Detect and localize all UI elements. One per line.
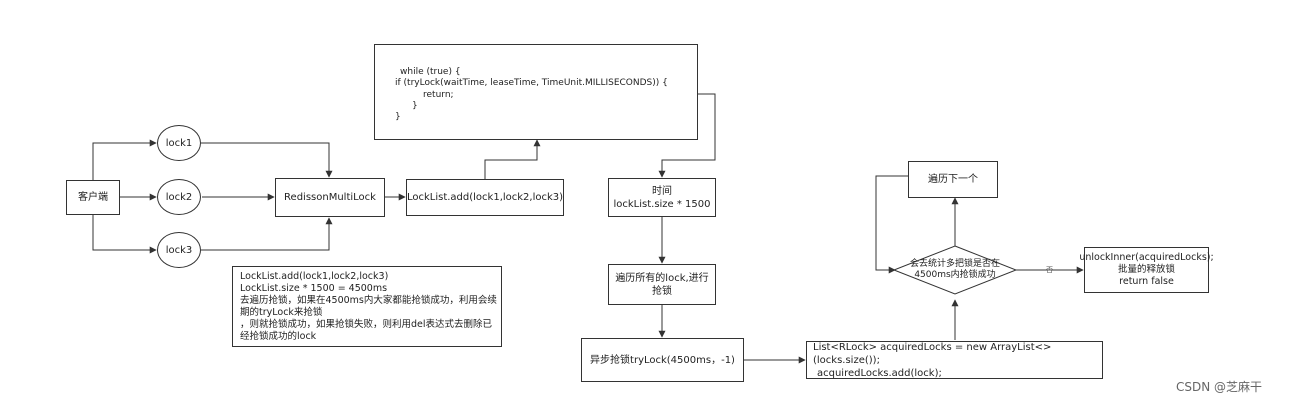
lock1-label: lock1	[165, 137, 193, 149]
code-box: while (true) { if (tryLock(waitTime, lea…	[374, 44, 698, 140]
acquired-locks-box: List<RLock> acquiredLocks = new ArrayLis…	[806, 341, 1103, 379]
note-line-5: ，则就抢锁成功，如果抢锁失败，则利用del表达式去删除已	[240, 319, 493, 330]
note-line-3: 去遍历抢锁，如果在4500ms内大家都能抢锁成功，利用会续	[240, 295, 497, 306]
locklist-add-label: LockList.add(lock1,lock2,lock3)	[406, 192, 564, 203]
unlock-line-2: 批量的释放锁	[1117, 264, 1175, 275]
code-line-5: }	[395, 112, 401, 122]
traverse-all-box: 遍历所有的lock,进行 抢锁	[608, 264, 716, 305]
locklist-add-box: LockList.add(lock1,lock2,lock3)	[406, 179, 564, 216]
time-line-2: lockList.size * 1500	[613, 198, 711, 210]
edge-next-decision-loop	[875, 175, 908, 274]
decision-line-1: 会去统计多把锁是否在	[909, 259, 1000, 269]
unlock-box: unlockInner(acquiredLocks); 批量的释放锁 retur…	[1079, 247, 1214, 293]
multilock-box: RedissonMultiLock	[275, 178, 385, 217]
traverse-line-2: 抢锁	[652, 285, 672, 297]
decision-text: 会去统计多把锁是否在 4500ms内抢锁成功	[894, 257, 1016, 283]
next-label: 遍历下一个	[928, 174, 978, 185]
lock3-label: lock3	[165, 244, 193, 256]
acquired-line-2: acquiredLocks.add(lock);	[817, 367, 942, 379]
multilock-label: RedissonMultiLock	[284, 192, 376, 203]
async-trylock-label: 异步抢锁tryLock(4500ms，-1)	[590, 354, 735, 366]
edge-client-lock1	[92, 139, 157, 181]
acquired-line-1: List<RLock> acquiredLocks = new ArrayLis…	[813, 341, 1052, 366]
unlock-line-3: return false	[1119, 276, 1174, 287]
note-line-6: 经抢锁成功的lock	[240, 331, 317, 342]
client-box: 客户端	[66, 180, 120, 215]
code-line-3: return;	[423, 90, 454, 100]
decision-line-2: 4500ms内抢锁成功	[914, 270, 996, 280]
edge-codebox-time	[658, 93, 716, 178]
code-line-1: while (true) {	[400, 67, 461, 77]
watermark: CSDN @芝麻干	[1176, 380, 1263, 394]
time-box: 时间 lockList.size * 1500	[608, 178, 716, 217]
unlock-line-1: unlockInner(acquiredLocks);	[1079, 252, 1214, 263]
lock3-circle: lock3	[157, 232, 201, 268]
lock2-label: lock2	[165, 191, 193, 203]
note-line-1: LockList.add(lock1,lock2,lock3)	[240, 271, 389, 282]
client-label: 客户端	[78, 192, 108, 203]
edge-lock1-multilock	[201, 142, 333, 178]
lock2-circle: lock2	[157, 179, 201, 215]
next-box: 遍历下一个	[908, 161, 998, 198]
note-line-2: LockList.size * 1500 = 4500ms	[240, 283, 388, 294]
lock1-circle: lock1	[157, 125, 201, 161]
edge-locklist-codebox	[484, 139, 541, 179]
edge-label-no: 否	[1046, 266, 1053, 274]
edge-client-lock3	[92, 215, 157, 254]
async-trylock-box: 异步抢锁tryLock(4500ms，-1)	[581, 338, 744, 382]
time-line-1: 时间	[652, 185, 672, 197]
note-line-4: 期的tryLock来抢锁	[240, 307, 323, 318]
code-line-2: if (tryLock(waitTime, leaseTime, TimeUni…	[395, 78, 668, 88]
decision-diamond	[892, 245, 1018, 295]
code-line-4: }	[412, 101, 418, 111]
traverse-line-1: 遍历所有的lock,进行	[615, 272, 709, 284]
edge-lock3-multilock	[201, 217, 333, 251]
note-box: LockList.add(lock1,lock2,lock3) LockList…	[232, 266, 502, 347]
